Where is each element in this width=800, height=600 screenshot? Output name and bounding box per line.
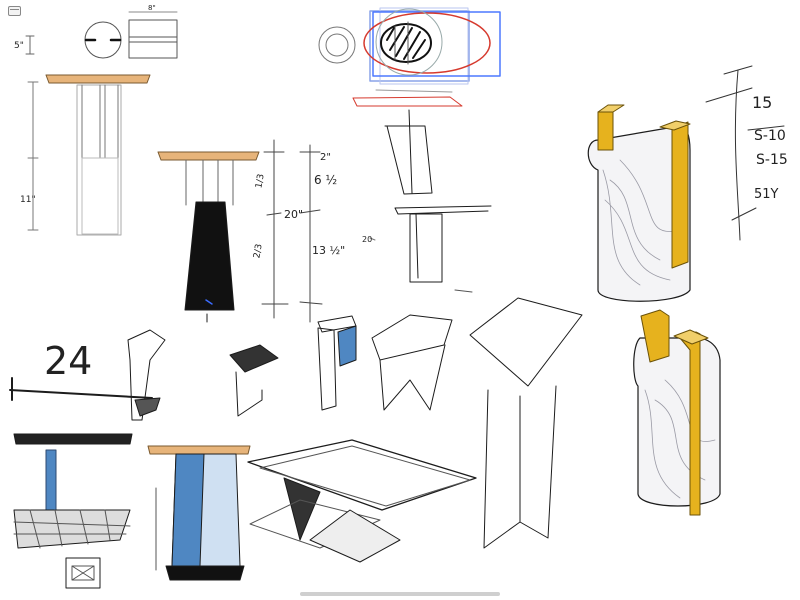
dim-e: 20 — [362, 235, 372, 244]
dim-a: 2" — [320, 152, 331, 163]
frac-top: 1/3 — [254, 173, 266, 189]
column-sketch-1 — [587, 104, 691, 302]
pedestal-sketch-1 — [27, 74, 151, 236]
small-stand-sketches — [229, 297, 583, 549]
dim-top-height: 5" — [14, 41, 24, 51]
bench-sketch-left — [13, 433, 133, 589]
table-sketch-large — [247, 439, 477, 563]
dim-b: 6 ½ — [314, 173, 337, 187]
note-line-1: 15 — [752, 93, 772, 112]
dim-top-width: 8" — [148, 4, 156, 12]
frac-bottom: 2/3 — [252, 243, 264, 259]
note-line-3: S-15 — [756, 152, 788, 168]
overlay-plan-sketch — [318, 7, 501, 85]
sketch-24 — [9, 329, 166, 421]
bench-sketch-blue — [147, 445, 251, 581]
home-indicator — [300, 592, 500, 596]
dimension-lines — [261, 139, 323, 323]
stand-sketch — [352, 89, 492, 293]
dim-plinth-height: 11" — [20, 195, 36, 205]
sketch-24-label: 24 — [44, 339, 92, 383]
pedestal-sketch-2 — [157, 151, 260, 323]
column-sketch-2 — [633, 309, 721, 516]
dim-d: 13 ½" — [312, 244, 345, 257]
note-line-4: 51Y — [754, 187, 779, 202]
note-line-2: S-10 — [754, 128, 786, 144]
sidebar-toggle-icon[interactable] — [8, 6, 21, 16]
plan-view-sketch — [25, 11, 178, 59]
notes-axis — [705, 65, 785, 241]
dim-c: 20" — [284, 208, 303, 221]
